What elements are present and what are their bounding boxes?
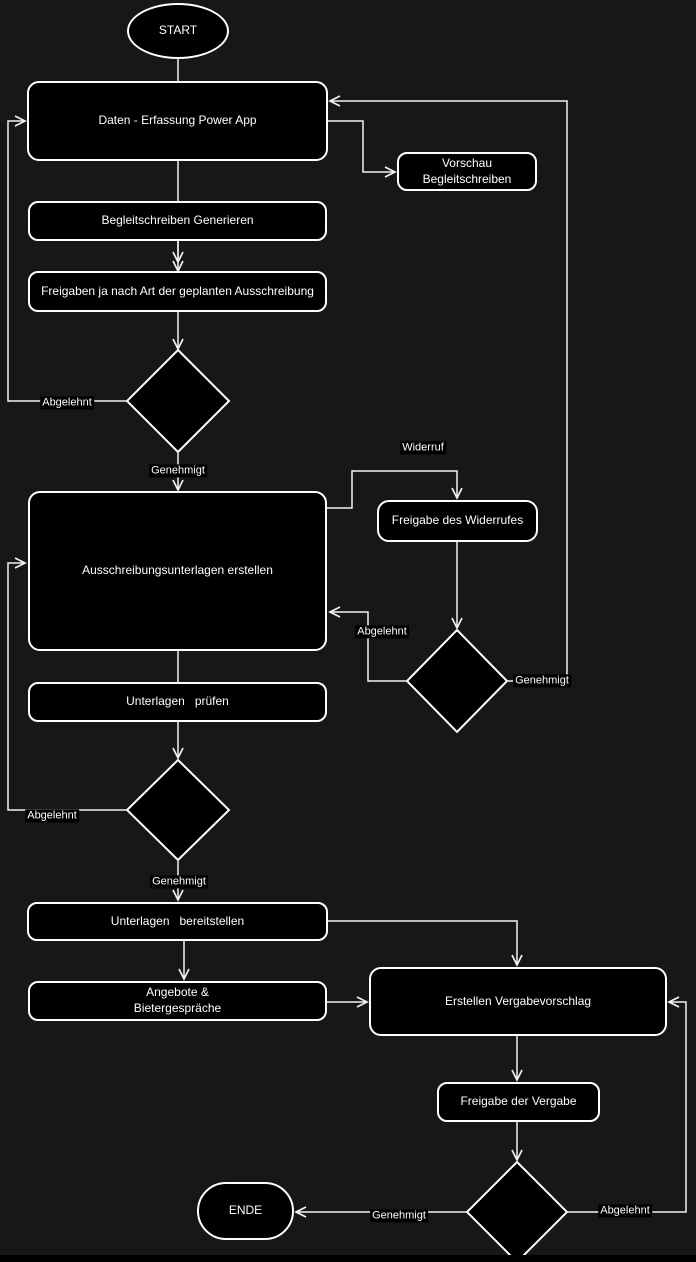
vorschau-begleitschreiben-box: Vorschau Begleitschreiben	[397, 152, 537, 191]
unterlagen-pruefen-box: Unterlagen prüfen	[28, 682, 327, 722]
connector-ausschreibung-widerruf-freigabe	[327, 470, 463, 509]
decision-freigabe-diamond	[125, 348, 231, 454]
connector-bereitstellen-vergabevorschlag	[328, 920, 523, 967]
edge-label-widerruf-2: Widerruf	[400, 441, 446, 455]
edge-label-abgelehnt-3: Abgelehnt	[355, 625, 409, 639]
edge-label-abgelehnt-5: Abgelehnt	[25, 809, 79, 823]
freigaben-nach-art-box: Freigaben ja nach Art der geplanten Auss…	[28, 271, 327, 312]
daten-erfassung-power-app-box: Daten - Erfassung Power App	[27, 81, 328, 161]
start-terminator: START	[127, 3, 229, 59]
erstellen-vergabevorschlag-box: Erstellen Vergabevorschlag	[369, 967, 667, 1036]
ende-terminator: ENDE	[197, 1182, 294, 1240]
freigabe-der-vergabe-box: Freigabe der Vergabe	[437, 1082, 600, 1122]
decision-pruefung-diamond	[125, 758, 231, 862]
decision-widerruf-diamond	[405, 628, 509, 734]
ausschreibungsunterlagen-erstellen-box: Ausschreibungsunterlagen erstellen	[28, 491, 327, 651]
connector-daten-vorschau	[328, 120, 397, 178]
connector-decision2-abgelehnt-ausschreibung	[328, 606, 407, 682]
edge-label-genehmigt-7: Genehmigt	[370, 1209, 428, 1223]
edge-label-genehmigt-6: Genehmigt	[150, 875, 208, 889]
angebote-bietergespraeche-box: Angebote & Bietergespräche	[28, 981, 327, 1021]
begleitschreiben-generieren-box: Begleitschreiben Generieren	[28, 201, 327, 241]
edge-label-abgelehnt-0: Abgelehnt	[40, 396, 94, 410]
edge-label-abgelehnt-8: Abgelehnt	[598, 1204, 652, 1218]
connector-decision1-abgelehnt-daten	[7, 115, 127, 402]
canvas-bottom-edge	[0, 1255, 696, 1262]
freigabe-des-widerrufes-box: Freigabe des Widerrufes	[377, 500, 538, 542]
edge-label-genehmigt-4: Genehmigt	[513, 674, 571, 688]
edge-label-genehmigt-1: Genehmigt	[149, 464, 207, 478]
unterlagen-bereitstellen-box: Unterlagen bereitstellen	[27, 902, 328, 941]
decision-vergabe-diamond	[465, 1160, 569, 1262]
